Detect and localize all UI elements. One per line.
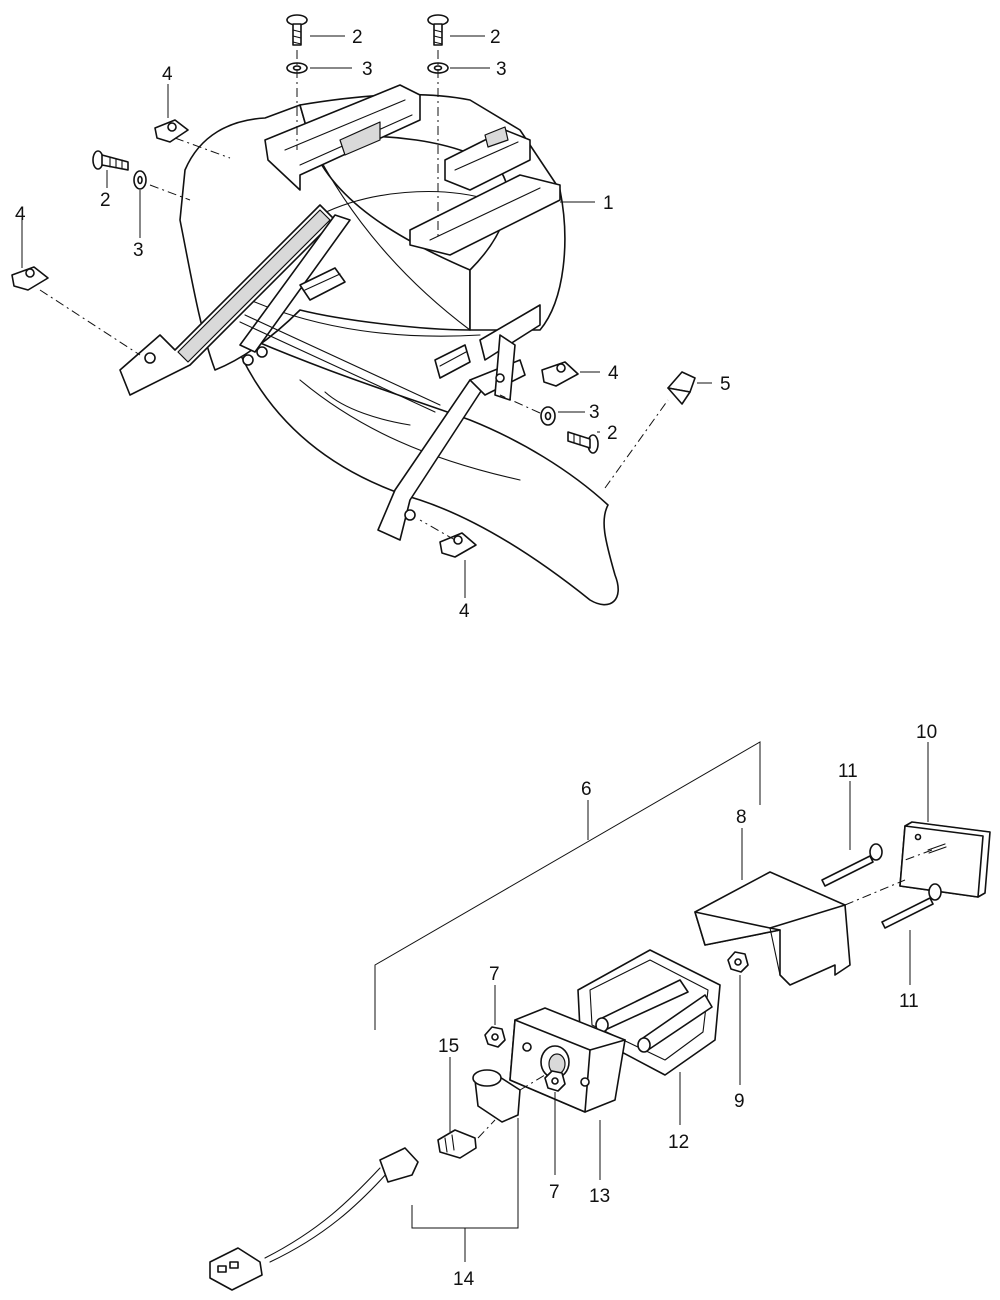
callout-4: 4 — [15, 204, 26, 225]
callout-7: 7 — [489, 964, 500, 985]
callout-9: 9 — [734, 1091, 745, 1112]
long-screw-icon — [821, 843, 942, 929]
callout-2: 2 — [100, 190, 111, 211]
callout-2: 2 — [490, 27, 501, 48]
bulb-icon — [437, 1129, 477, 1159]
callout-8: 8 — [736, 807, 747, 828]
callouts: 2 3 2 3 4 2 3 1 4 4 5 3 2 4 6 10 11 8 11… — [15, 27, 937, 1290]
callout-4: 4 — [459, 601, 470, 622]
washer-icon — [133, 62, 556, 426]
callout-12: 12 — [668, 1132, 689, 1153]
callout-3: 3 — [496, 59, 507, 80]
callout-4: 4 — [162, 64, 173, 85]
leader-lines-bottom — [374, 741, 929, 1262]
callout-3: 3 — [133, 240, 144, 261]
callout-11: 11 — [899, 991, 919, 1012]
callout-5: 5 — [720, 374, 731, 395]
nut-icon — [484, 951, 749, 1092]
callout-4: 4 — [608, 363, 619, 384]
callout-11: 11 — [838, 761, 858, 782]
callout-13: 13 — [589, 1186, 610, 1207]
callout-3: 3 — [362, 59, 373, 80]
callout-6: 6 — [581, 779, 592, 800]
callout-7: 7 — [549, 1182, 560, 1203]
callout-2: 2 — [607, 423, 618, 444]
callout-1: 1 — [603, 193, 614, 214]
callout-14: 14 — [453, 1269, 475, 1290]
callout-3: 3 — [589, 402, 600, 423]
install-lines-bottom — [477, 849, 933, 1139]
clip-nut-icon — [11, 119, 579, 558]
leader-lines-top — [21, 35, 712, 598]
bulb-socket-icon — [209, 1069, 521, 1291]
callout-15: 15 — [438, 1036, 459, 1057]
callout-10: 10 — [916, 722, 937, 743]
rear-fender-icon — [119, 84, 619, 606]
rivet-icon — [667, 371, 696, 405]
install-lines-top — [39, 50, 669, 541]
license-lamp-icon — [484, 821, 991, 1113]
callout-2: 2 — [352, 27, 363, 48]
screw-icon — [92, 14, 599, 454]
